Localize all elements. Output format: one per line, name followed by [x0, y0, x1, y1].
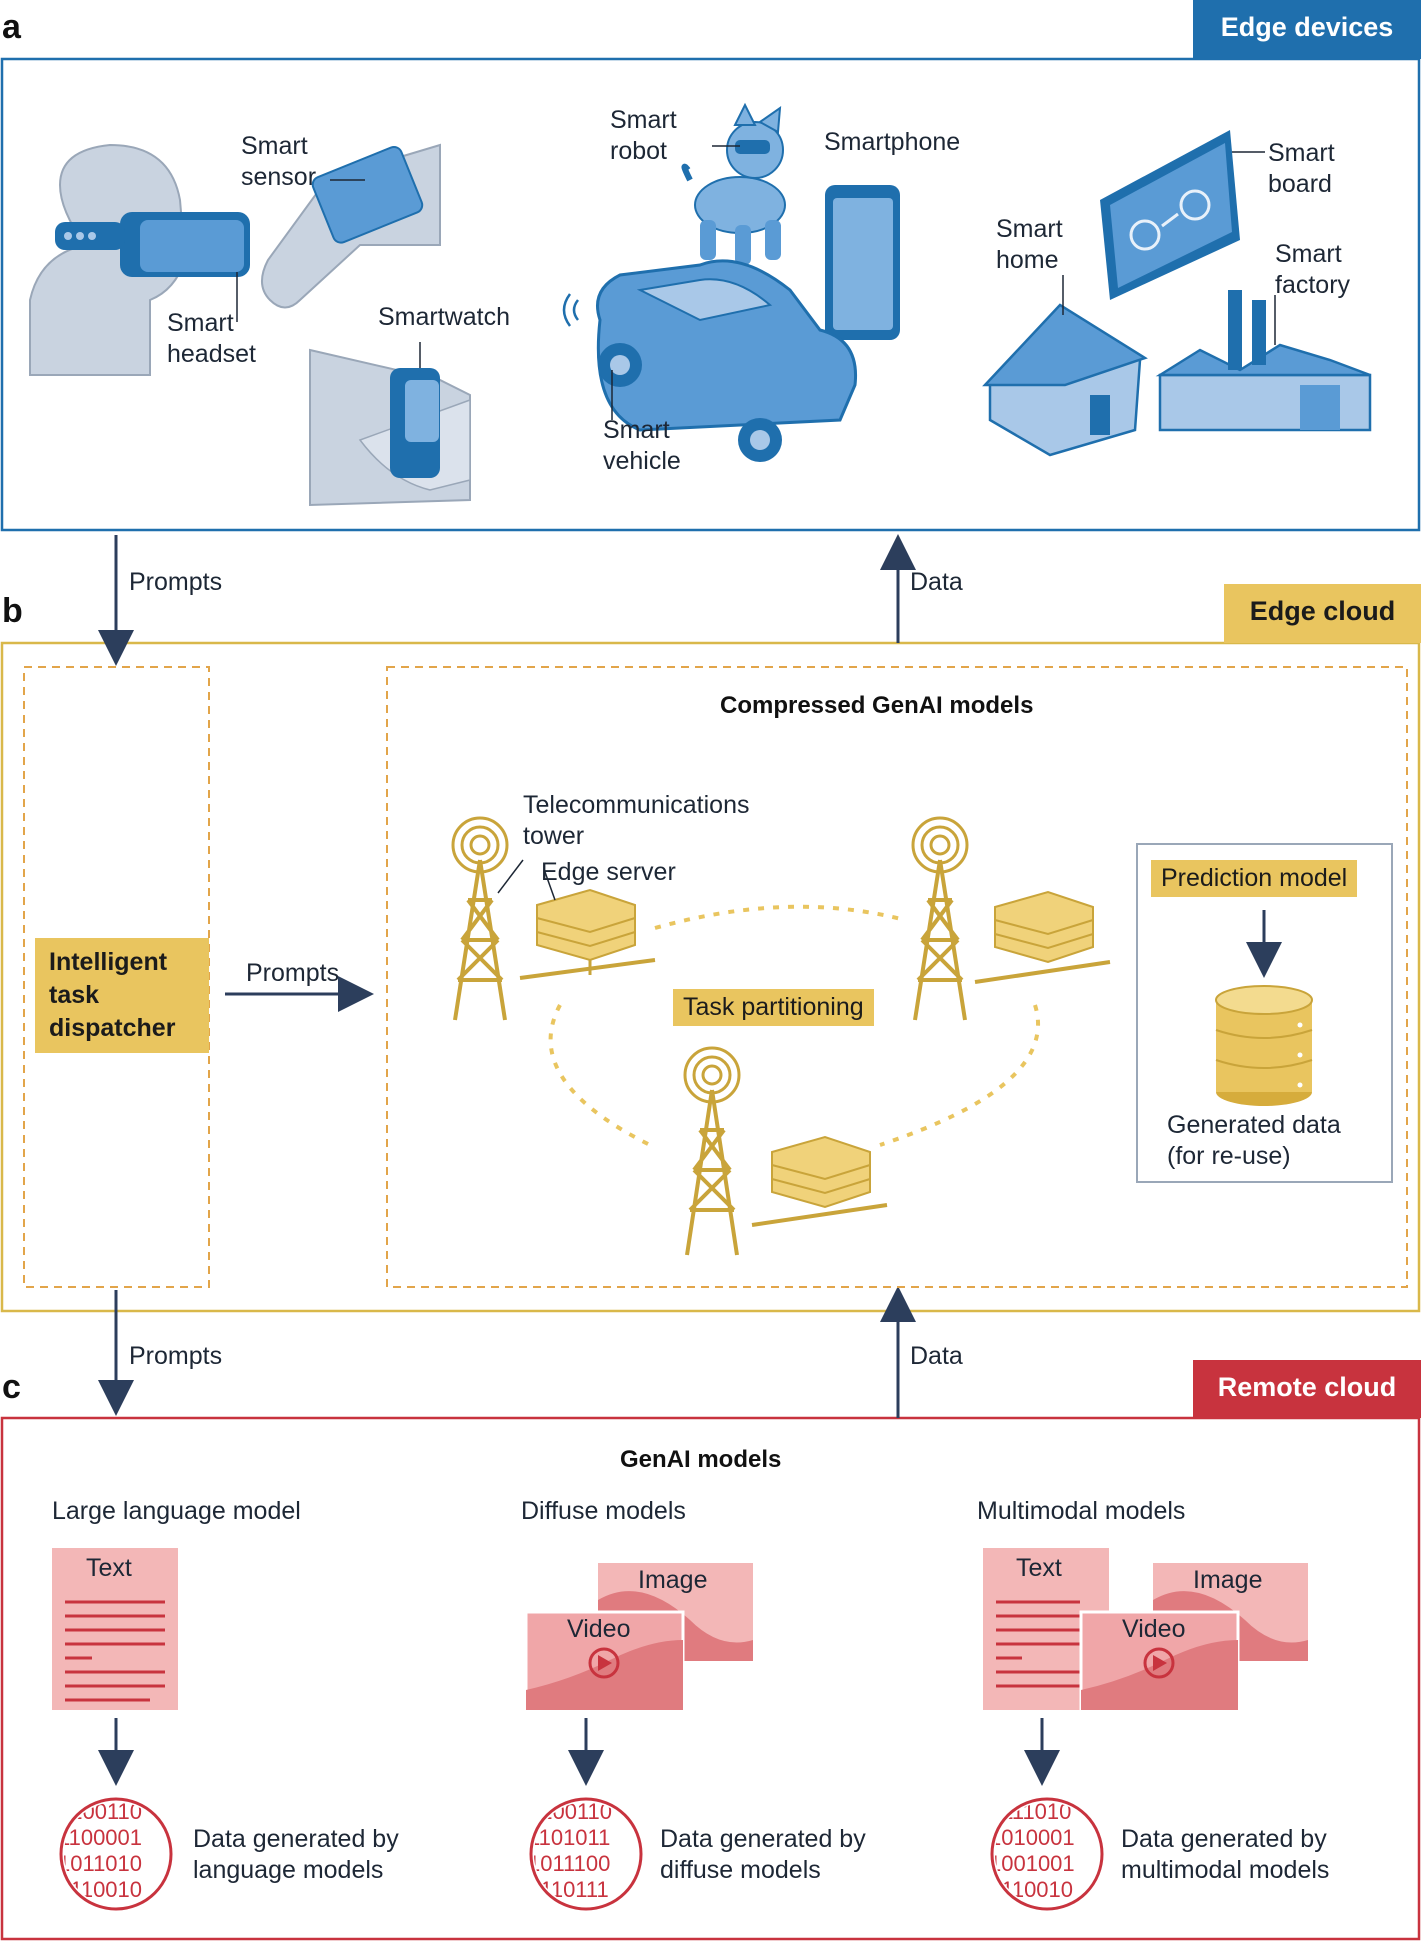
- genai-models-title: GenAI models: [620, 1446, 782, 1473]
- car-illustration: [562, 259, 858, 462]
- label-smart-factory: Smart factory: [1275, 240, 1351, 299]
- compressed-models-title: Compressed GenAI models: [720, 692, 1034, 719]
- panel-a-frame: [0, 57, 1421, 532]
- label-smart-vehicle: Smart vehicle: [603, 416, 681, 475]
- factory-illustration: [1155, 290, 1372, 432]
- partition-link-left: [548, 1004, 651, 1147]
- diffuse-image-label: Image: [638, 1566, 708, 1594]
- task-partitioning-box: Task partitioning: [673, 989, 874, 1026]
- llm-text-doc: [52, 1548, 178, 1710]
- heading-diffuse: Diffuse models: [521, 1497, 686, 1525]
- label-edge-server: Edge server: [541, 858, 676, 886]
- smartphone-illustration: [825, 185, 900, 340]
- label-smart-headset: Smart headset: [167, 309, 256, 368]
- heading-llm: Large language model: [52, 1497, 301, 1525]
- label-smart-home: Smart home: [996, 215, 1063, 274]
- multimodal-video-doc: [1079, 1610, 1240, 1712]
- multimodal-bits-2: 1001001: [989, 1851, 1075, 1876]
- diffuse-output-label: Data generated by diffuse models: [660, 1825, 866, 1884]
- headset-illustration: [29, 143, 250, 376]
- tag-edge-devices: Edge devices: [1220, 12, 1394, 42]
- partition-link-right: [879, 1004, 1041, 1147]
- tag-remote-cloud-bg: [1193, 1360, 1421, 1418]
- label-smart-robot: Smart robot: [610, 106, 677, 165]
- label-smart-sensor: Smart sensor: [241, 132, 317, 191]
- panel-b-letter: b: [2, 592, 23, 630]
- label-smartphone: Smartphone: [824, 128, 961, 156]
- label-data-bc: Data: [910, 1342, 963, 1370]
- label-smart-board: Smart board: [1268, 139, 1335, 198]
- server-bottom: [751, 1135, 888, 1227]
- tower-left: [451, 816, 509, 1021]
- tower-bottom: [683, 1046, 741, 1256]
- label-data-ab: Data: [910, 568, 963, 596]
- llm-text-label: Text: [86, 1554, 132, 1582]
- home-illustration: [982, 275, 1148, 457]
- llm-bits-1: 1100001: [58, 1825, 142, 1850]
- server-right: [974, 890, 1111, 984]
- panel-a-letter: a: [2, 8, 21, 46]
- watch-illustration: [309, 342, 471, 507]
- board-illustration: [1100, 130, 1265, 300]
- multimodal-image-label: Image: [1193, 1566, 1263, 1594]
- prediction-model-box: Prediction model: [1151, 860, 1358, 897]
- multimodal-data-circle: [990, 1797, 1104, 1911]
- robot-illustration: [681, 102, 786, 265]
- tag-edge-cloud-bg: [1224, 584, 1421, 643]
- server-left: [519, 888, 656, 980]
- multimodal-video-label: Video: [1122, 1615, 1186, 1643]
- pointer-tower: [497, 859, 524, 894]
- label-prompts-bc: Prompts: [129, 1342, 223, 1370]
- multimodal-output-label: Data generated by multimodal models: [1121, 1825, 1330, 1884]
- diffuse-bits-2: 1011100: [528, 1851, 610, 1876]
- label-smartwatch: Smartwatch: [378, 303, 510, 331]
- partition-link-top: [654, 904, 906, 930]
- llm-output-label: Data generated by language models: [193, 1825, 399, 1884]
- tower-right: [911, 816, 969, 1021]
- diffuse-video-label: Video: [567, 1615, 631, 1643]
- sensor-illustration: [261, 143, 441, 309]
- tag-edge-cloud: Edge cloud: [1249, 596, 1396, 626]
- tag-remote-cloud: Remote cloud: [1217, 1372, 1397, 1402]
- label-generated-data: Generated data (for re-use): [1167, 1111, 1341, 1170]
- llm-data-circle: [59, 1797, 173, 1911]
- dispatcher-dashed-box: [23, 666, 210, 1288]
- panel-c-frame: [0, 1416, 1421, 1941]
- intelligent-task-dispatcher: Intelligent task dispatcher: [35, 938, 209, 1053]
- prediction-box: [1136, 843, 1393, 1183]
- tag-edge-devices-bg: [1193, 0, 1421, 59]
- label-prompts-ab: Prompts: [129, 568, 223, 596]
- pointer-server: [544, 871, 556, 901]
- panel-b-frame: [0, 641, 1421, 1313]
- heading-multimodal: Multimodal models: [977, 1497, 1186, 1525]
- multimodal-text-label: Text: [1016, 1554, 1062, 1582]
- diffuse-video-doc: [524, 1610, 685, 1712]
- llm-bits-2: 1011010: [58, 1851, 142, 1876]
- multimodal-bits-1: 1010001: [989, 1825, 1075, 1850]
- label-telecom-tower: Telecommunications tower: [523, 791, 750, 850]
- panel-c-letter: c: [2, 1368, 21, 1406]
- database-icon: [1215, 985, 1313, 1106]
- label-prompts-dispatcher: Prompts: [246, 959, 340, 987]
- diffuse-data-circle: [529, 1797, 643, 1911]
- compressed-dashed-box: [386, 666, 1408, 1288]
- diffuse-bits-1: 1101011: [528, 1825, 610, 1850]
